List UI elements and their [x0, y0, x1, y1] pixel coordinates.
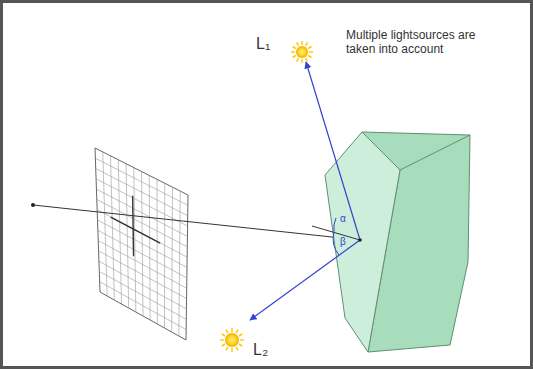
light-label: L₂: [253, 340, 268, 359]
hit-point: [358, 238, 362, 242]
note-text: Multiple lightsources are taken into acc…: [346, 28, 506, 57]
angle-arc: [334, 218, 336, 232]
angle-arc: [333, 232, 339, 255]
object-face-left: [325, 132, 400, 352]
shadow-ray: [250, 240, 360, 320]
object-edge: [400, 135, 470, 170]
eye-ray: [33, 205, 360, 240]
eye-point: [31, 203, 35, 207]
angle-label: β: [340, 236, 346, 248]
light-source: [291, 41, 313, 63]
surface-normal: [312, 226, 360, 240]
angle-label: α: [340, 213, 346, 225]
light-label: L₁: [256, 34, 270, 53]
shadow-ray: [306, 62, 360, 240]
image-plane-grid: [95, 148, 188, 340]
light-source: [220, 328, 244, 352]
